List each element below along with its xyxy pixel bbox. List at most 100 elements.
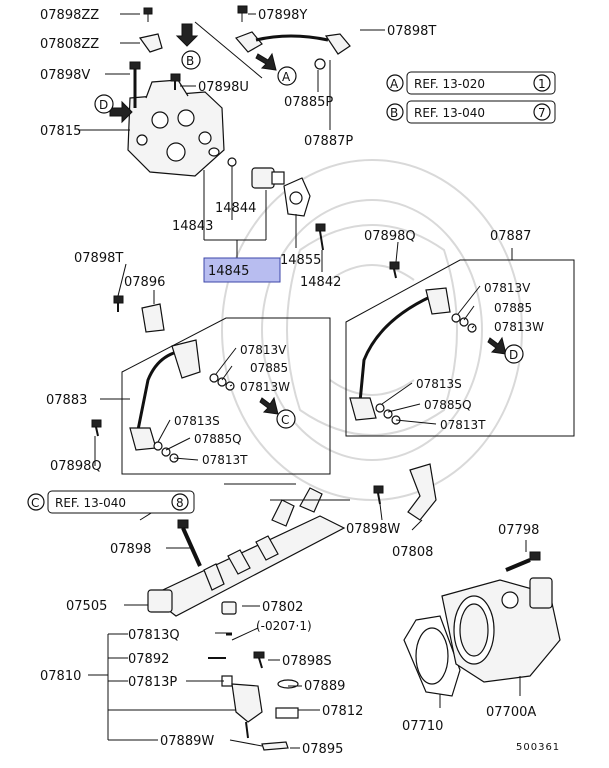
bolt-07898t-left [113, 295, 124, 312]
label-07889w: 07889W [160, 734, 214, 749]
marker-b: B [181, 50, 201, 70]
label-07813w-left: 07813W [240, 380, 290, 394]
label-07808: 07808 [392, 545, 433, 560]
part-labels: 07898ZZ 07808ZZ 07898Y 07898T 07898V 078… [40, 8, 560, 757]
svg-text:D: D [99, 98, 108, 112]
label-07887p: 07887P [304, 134, 353, 149]
label-07892: 07892 [128, 652, 169, 667]
leaders-lower [88, 483, 527, 749]
label-07898t-top: 07898T [387, 24, 436, 39]
bolt-07898u [170, 73, 181, 90]
label-07898y: 07898Y [258, 8, 307, 23]
label-07885q-right: 07885Q [424, 398, 472, 412]
svg-text:REF. 13-040: REF. 13-040 [55, 496, 126, 510]
label-07808zz: 07808ZZ [40, 37, 99, 52]
svg-text:D: D [509, 348, 518, 362]
label-07813q: 07813Q [128, 628, 180, 643]
svg-text:C: C [31, 496, 39, 510]
label-07700a: 07700A [486, 705, 536, 720]
pipe-box-left [121, 317, 331, 475]
label-07898v: 07898V [40, 68, 90, 83]
label-07810: 07810 [40, 669, 81, 684]
bolt-07898w [373, 485, 384, 505]
label-07898q-right: 07898Q [364, 229, 416, 244]
injector-parts [208, 632, 299, 751]
throttle-body-07700a [441, 577, 561, 683]
label-07802: 07802 [262, 600, 303, 615]
bolt-14842 [315, 223, 326, 251]
label-14845: 14845 [208, 264, 249, 279]
svg-text:1: 1 [538, 77, 546, 91]
svg-text:C: C [281, 413, 289, 427]
bolt-07898q-left [91, 419, 102, 437]
label-07813t-left: 07813T [202, 453, 248, 467]
label-07896: 07896 [124, 275, 165, 290]
svg-text:A: A [390, 77, 399, 91]
label-14843: 14843 [172, 219, 213, 234]
marker-c: C [276, 409, 296, 429]
label-07898u: 07898U [198, 80, 249, 95]
bracket-07808zz [138, 33, 163, 53]
label-07813t-right: 07813T [440, 418, 486, 432]
pipe-07887 [349, 287, 477, 425]
pipe-box-right [345, 259, 575, 437]
label-14844: 14844 [215, 201, 256, 216]
watermark-emblem [221, 159, 523, 501]
label-07885p: 07885P [284, 95, 333, 110]
label-07813s-left: 07813S [174, 414, 220, 428]
diagram-id: 500361 [516, 742, 560, 753]
bracket-07896 [141, 303, 165, 333]
bolt-07898 [177, 519, 202, 567]
label-07813v-left: 07813V [240, 343, 287, 357]
label-07812: 07812 [322, 704, 363, 719]
marker-d-2: D [504, 344, 524, 364]
label-07898w: 07898W [346, 522, 400, 537]
highlight-14845 [203, 257, 281, 283]
label-07883: 07883 [46, 393, 87, 408]
label-07813s-right: 07813S [416, 377, 462, 391]
label-07885-left: 07885 [250, 361, 288, 375]
label-07895: 07895 [302, 742, 343, 757]
label-07813v-right: 07813V [484, 281, 531, 295]
sensor-14844 [227, 157, 285, 189]
bracket-07808 [407, 463, 437, 521]
ref-c: C REF. 13-040 8 [27, 490, 195, 514]
fuel-rail-07505 [147, 487, 346, 617]
adapter-assembly [127, 79, 225, 177]
pipe-07887p [234, 31, 351, 70]
leaders-pipes [94, 241, 513, 466]
label-14842: 14842 [300, 275, 341, 290]
bolt-07898zz [143, 7, 153, 22]
arrow-to-c [259, 396, 279, 415]
ref-a: A REF. 13-020 1 [386, 71, 556, 95]
label-07898zz: 07898ZZ [40, 8, 99, 23]
gasket-14855 [283, 177, 311, 217]
label-07813w-right: 07813W [494, 320, 544, 334]
leaders-top [78, 13, 385, 272]
svg-text:A: A [282, 70, 291, 84]
label-07898q-left: 07898Q [50, 459, 102, 474]
label-14855: 14855 [280, 253, 321, 268]
label-07815: 07815 [40, 124, 81, 139]
ref-b: B REF. 13-040 7 [386, 100, 556, 124]
label-07885-right: 07885 [494, 301, 532, 315]
label-07505: 07505 [66, 599, 107, 614]
svg-text:B: B [390, 106, 398, 120]
svg-text:B: B [186, 54, 194, 68]
marker-a: A [277, 66, 297, 86]
marker-d: D [94, 94, 114, 114]
bolt-07898v [129, 61, 141, 108]
bolt-07898q-right [389, 261, 400, 279]
label-07898t-left: 07898T [74, 251, 123, 266]
label-07802-note: (-0207·1) [256, 619, 312, 633]
svg-text:7: 7 [538, 106, 546, 120]
label-07813p: 07813P [128, 675, 177, 690]
label-07889: 07889 [304, 679, 345, 694]
label-07885q-left: 07885Q [194, 432, 242, 446]
label-07887: 07887 [490, 229, 531, 244]
label-07798: 07798 [498, 523, 539, 538]
pipe-07883 [129, 339, 235, 463]
label-07898s: 07898S [282, 654, 332, 669]
arrows-top [109, 23, 277, 124]
bolt-07898y [237, 5, 248, 22]
